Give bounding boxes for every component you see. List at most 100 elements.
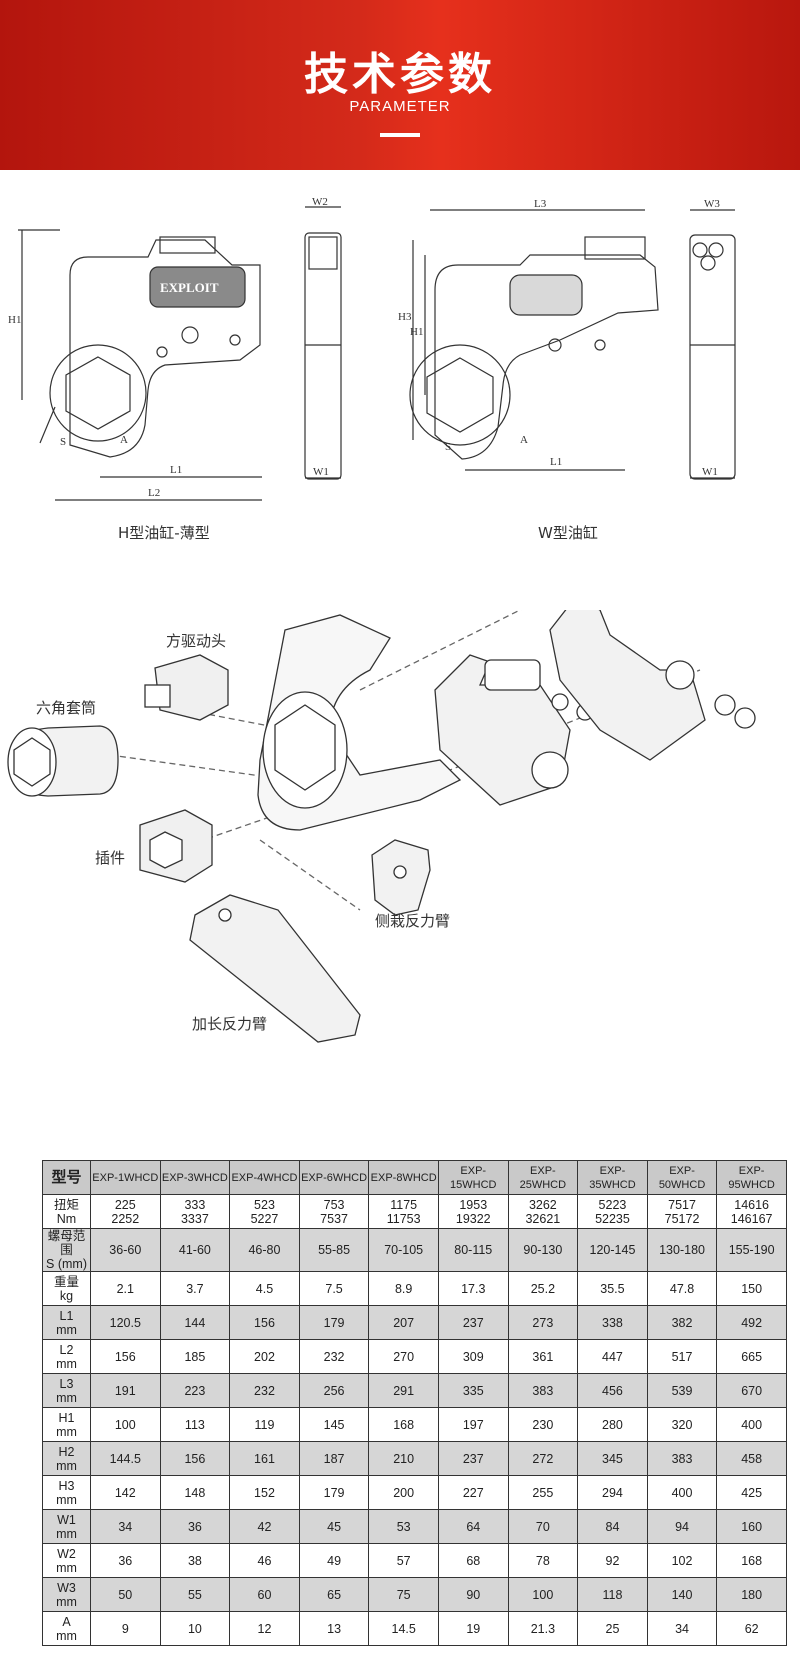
table-cell: 53 <box>368 1509 439 1544</box>
table-cell: 42 <box>229 1509 300 1544</box>
cell-value: 21.3 <box>530 1621 556 1636</box>
cell-value: 144.5 <box>109 1451 141 1466</box>
table-cell: 517 <box>646 1339 718 1374</box>
header-model: EXP-95WHCD <box>716 1160 787 1195</box>
table-cell: 187 <box>298 1441 370 1476</box>
cell-value: 41-60 <box>178 1243 211 1257</box>
table-cell: 152 <box>229 1475 300 1510</box>
cell-value: 120.5 <box>109 1315 141 1330</box>
cell-value: 150 <box>741 1281 763 1296</box>
dim-label-s: S <box>60 436 66 448</box>
cell-value: 232 <box>323 1349 345 1364</box>
table-cell: 41-60 <box>159 1228 231 1272</box>
cell-value: 92 <box>605 1553 620 1568</box>
table-cell: 185 <box>159 1339 231 1374</box>
row-label-name: 扭矩 <box>53 1197 79 1212</box>
table-cell: 4.5 <box>229 1271 300 1306</box>
cell-value: 113 <box>184 1417 205 1432</box>
cell-value: 197 <box>462 1417 484 1432</box>
cell-value: 294 <box>602 1485 623 1500</box>
cell-value: 272 <box>532 1451 554 1466</box>
table-cell: 197 <box>437 1407 509 1442</box>
table-cell: 75 <box>368 1577 439 1612</box>
table-cell: 294 <box>577 1475 648 1510</box>
table-cell: 60 <box>229 1577 300 1612</box>
cell-value: 400 <box>671 1485 693 1500</box>
table-cell: 9 <box>90 1611 161 1646</box>
cell-value: 200 <box>393 1485 415 1500</box>
table-cell: 100 <box>90 1407 161 1442</box>
table-cell: 142 <box>90 1475 161 1510</box>
cell-value: 3262 <box>528 1197 557 1212</box>
table-cell: 68 <box>437 1543 509 1578</box>
cell-value: 148 <box>184 1485 206 1500</box>
table-cell: 382 <box>646 1305 718 1340</box>
table-cell: 237 <box>437 1305 509 1340</box>
cell-value: 68 <box>466 1553 481 1568</box>
table-cell: 35.5 <box>577 1271 648 1306</box>
cell-value: 168 <box>393 1417 415 1432</box>
table-cell: 237 <box>437 1441 509 1476</box>
table-cell: 14.5 <box>368 1611 439 1646</box>
table-cell: 255 <box>507 1475 579 1510</box>
cell-value: 456 <box>602 1383 623 1398</box>
row-label-unit: mm <box>56 1424 77 1439</box>
table-cell: 447 <box>577 1339 648 1374</box>
table-cell: 8.9 <box>368 1271 439 1306</box>
cell-value: 168 <box>741 1553 763 1568</box>
table-cell: 47.8 <box>646 1271 718 1306</box>
cell-value: 2.1 <box>116 1281 134 1296</box>
dim-label-a-w: A <box>520 434 528 446</box>
table-cell: 179 <box>298 1475 370 1510</box>
table-cell: 84 <box>577 1509 648 1544</box>
row-label-name: A <box>62 1614 71 1629</box>
header-model: EXP-8WHCD <box>368 1160 439 1195</box>
cell-value: 78 <box>535 1553 550 1568</box>
cell-value: 25.2 <box>530 1281 556 1296</box>
table-cell: 270 <box>368 1339 439 1374</box>
cell-value: 145 <box>323 1417 345 1432</box>
cell-value: 65 <box>327 1587 342 1602</box>
cell-value-secondary: 2252 <box>111 1211 140 1226</box>
row-label-name: L2 <box>59 1342 74 1357</box>
cell-value: 17.3 <box>461 1281 486 1296</box>
row-label-unit: mm <box>56 1390 77 1405</box>
table-cell: 55 <box>159 1577 231 1612</box>
cell-value: 225 <box>114 1197 136 1212</box>
dim-label-s-w: S <box>445 441 451 453</box>
cell-value: 3.7 <box>186 1281 204 1296</box>
table-cell: 36 <box>90 1543 161 1578</box>
cell-value: 7.5 <box>325 1281 343 1296</box>
dim-label-w1-w: W1 <box>702 466 718 478</box>
table-cell: 113 <box>159 1407 231 1442</box>
table-cell: 223 <box>159 1373 231 1408</box>
cell-value: 130-180 <box>659 1243 705 1257</box>
cell-value: 280 <box>602 1417 623 1432</box>
table-cell: 156 <box>159 1441 231 1476</box>
table-cell: 425 <box>716 1475 787 1510</box>
cell-value: 670 <box>741 1383 763 1398</box>
dim-label-h1: H1 <box>8 314 21 326</box>
cell-value: 102 <box>671 1553 693 1568</box>
cell-value: 70 <box>535 1519 550 1534</box>
table-cell: 36 <box>159 1509 231 1544</box>
table-cell: 230 <box>507 1407 579 1442</box>
cell-value-secondary: 7537 <box>320 1211 348 1226</box>
cell-value: 458 <box>741 1451 763 1466</box>
dim-label-a: A <box>120 434 128 446</box>
table-cell: 90 <box>437 1577 509 1612</box>
cell-value: 383 <box>532 1383 554 1398</box>
row-label-name: W1 <box>57 1512 76 1527</box>
